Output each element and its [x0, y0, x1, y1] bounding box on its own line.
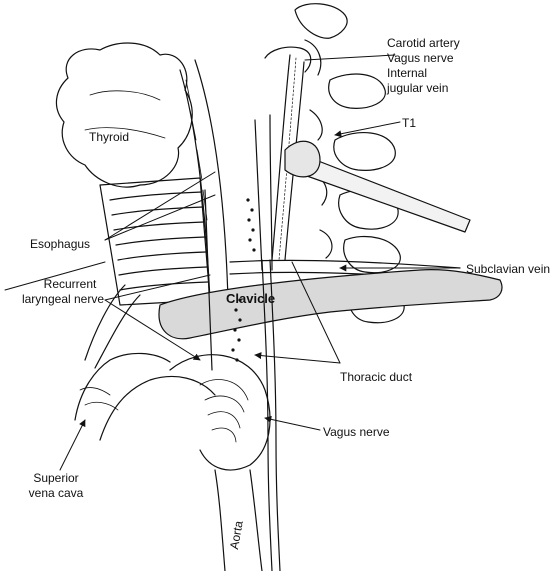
label-clavicle: Clavicle: [226, 291, 276, 306]
label-thoracic-duct: Thoracic duct: [340, 370, 413, 384]
label-vagus-nerve-bottom: Vagus nerve: [323, 425, 390, 439]
label-subclavian-vein: Subclavian vein: [466, 262, 551, 276]
label-thyroid: Thyroid: [89, 130, 130, 144]
label-jugular-vein: jugular vein: [387, 81, 449, 95]
trachea: [99, 177, 211, 306]
esophagus: [179, 59, 229, 301]
label-esophagus: Esophagus: [30, 237, 91, 251]
recurrent-nerve: [204, 189, 213, 371]
vena-cava: [74, 284, 216, 441]
descending-aorta: [214, 469, 263, 571]
clavicle: [158, 269, 503, 340]
thyroid-outline: [55, 42, 193, 188]
aortic-arch: [169, 354, 271, 471]
label-recurrent: Recurrent: [43, 277, 97, 291]
label-internal: Internal: [387, 66, 428, 80]
vagus-nerve-course: [261, 259, 281, 571]
label-superior: Superior: [33, 471, 79, 485]
label-t1: T1: [402, 116, 417, 130]
label-vena-cava: vena cava: [28, 486, 84, 500]
label-carotid-artery: Carotid artery: [387, 36, 460, 50]
label-laryngeal-nerve: laryngeal nerve: [21, 292, 105, 306]
label-vagus-nerve-top: Vagus nerve: [387, 51, 454, 65]
thoracic-duct: [231, 198, 256, 362]
